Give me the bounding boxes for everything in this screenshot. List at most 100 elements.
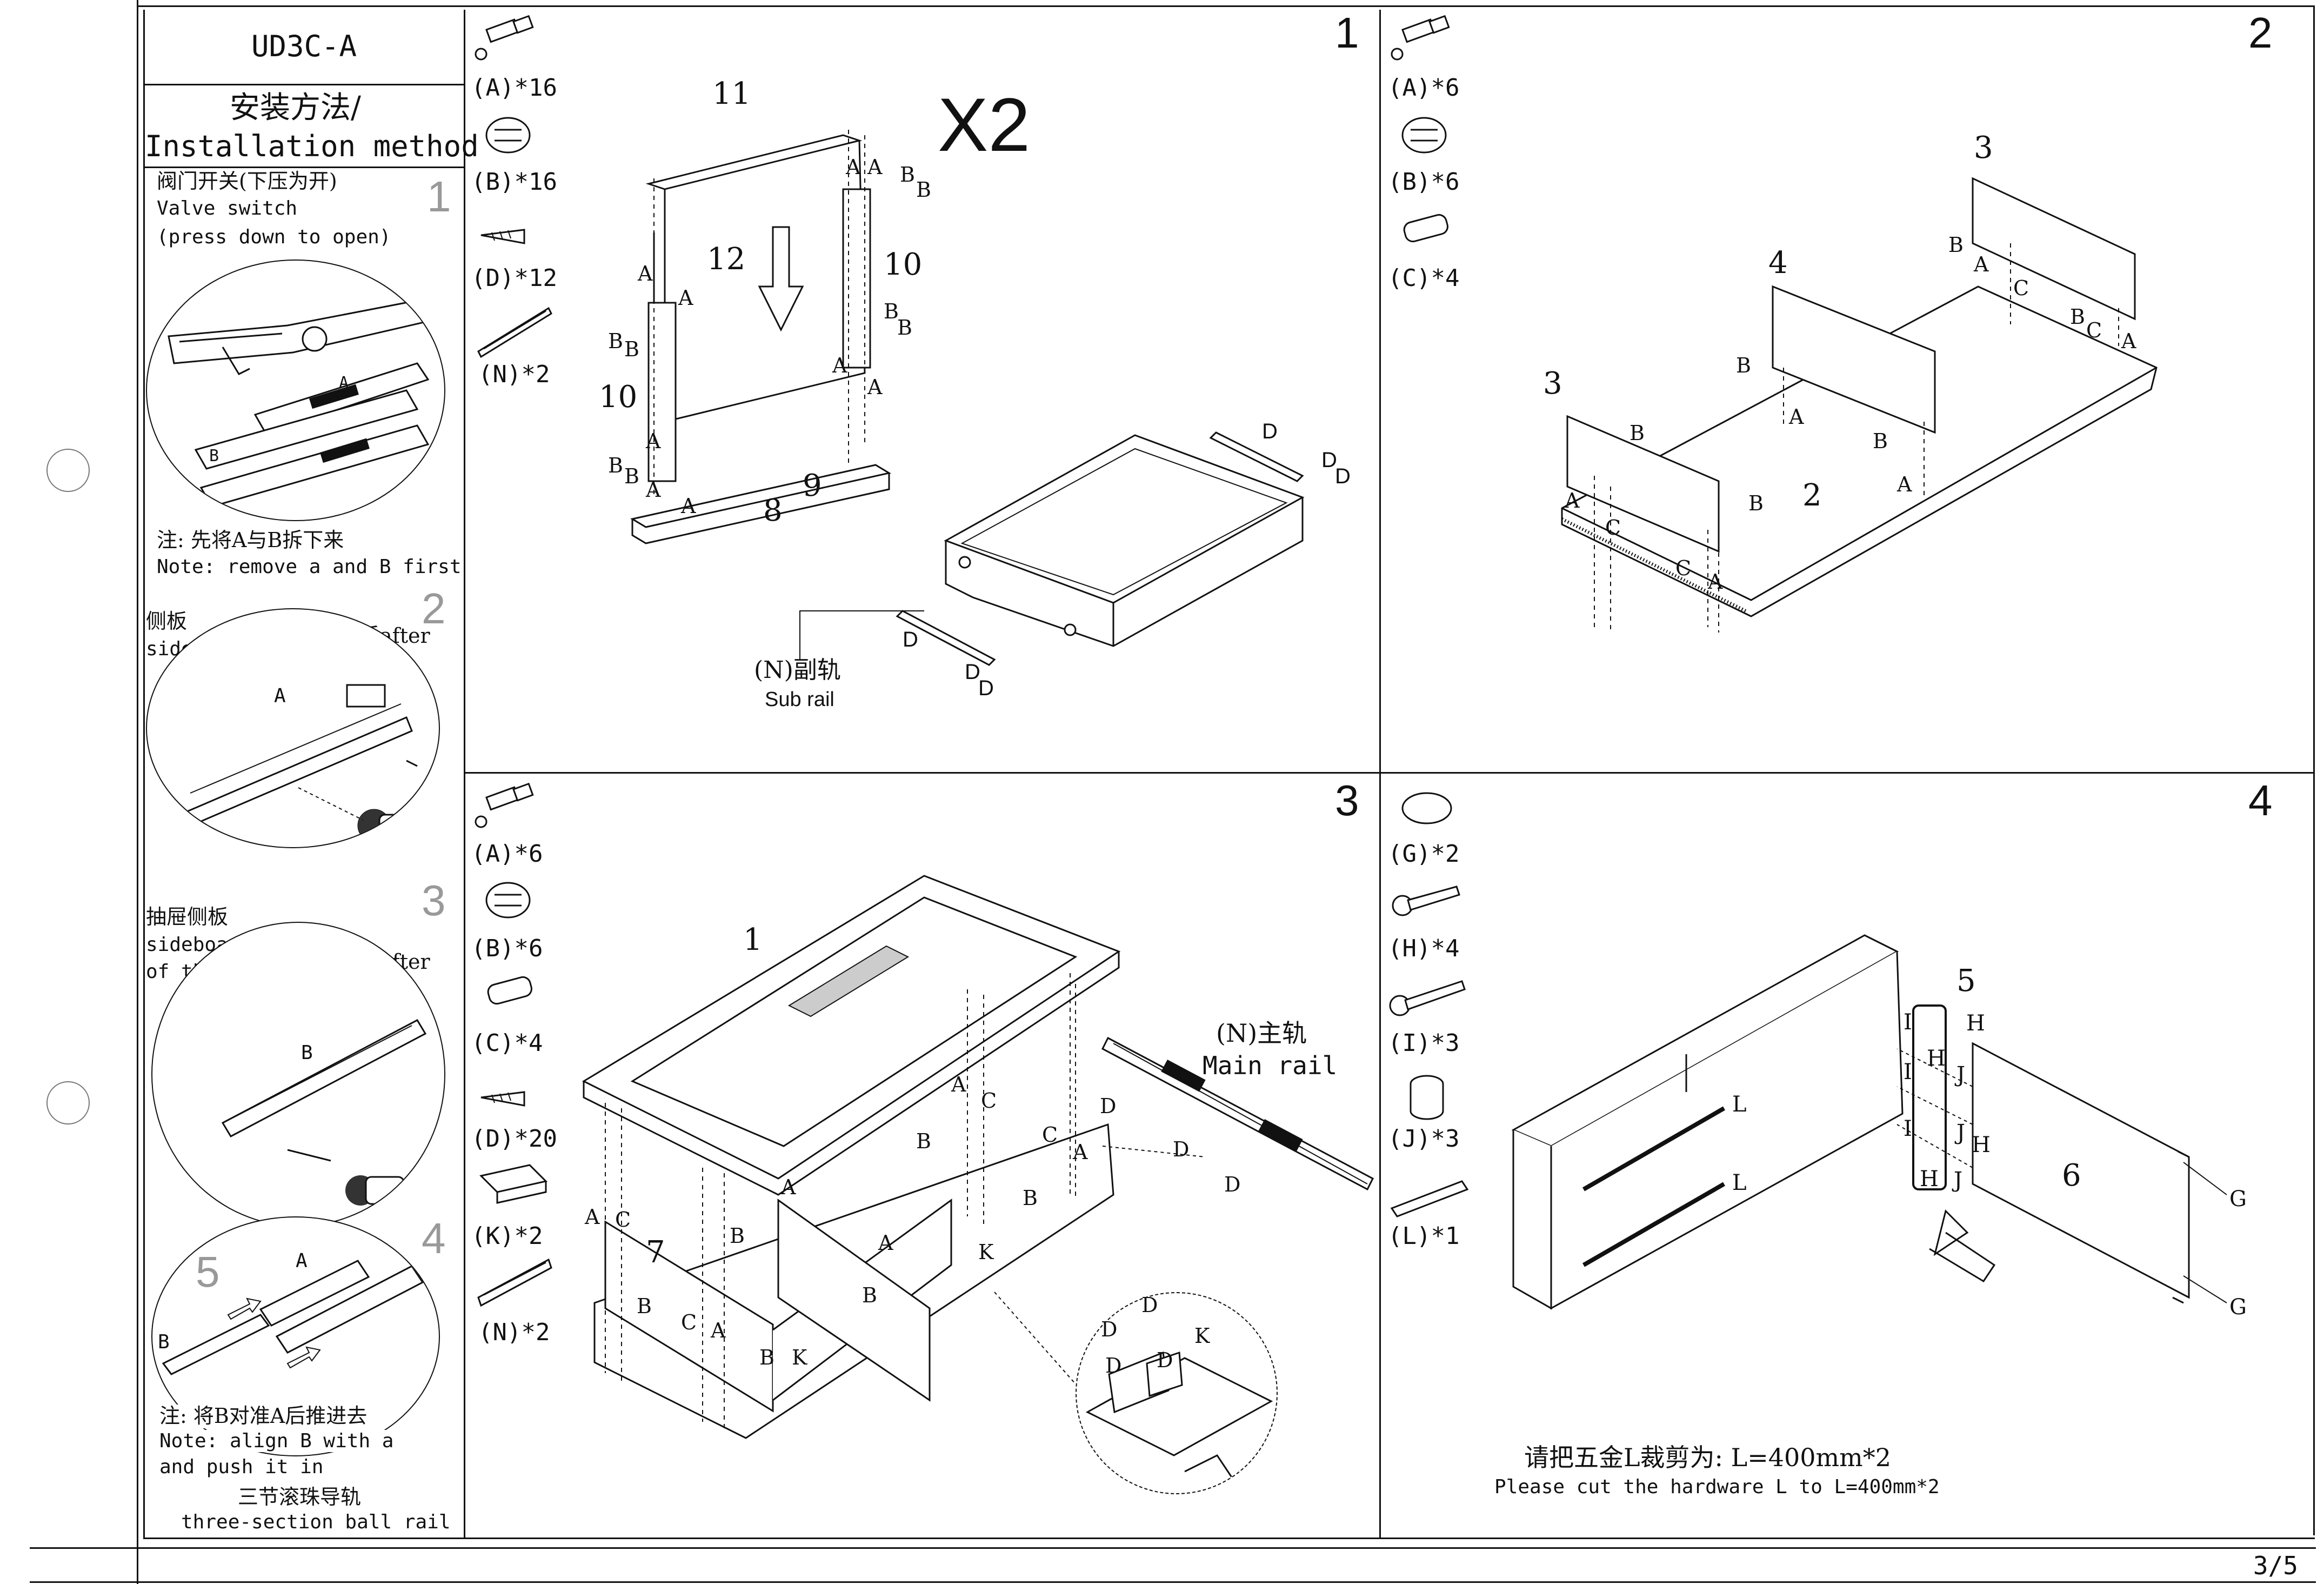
g-leaders	[2183, 1162, 2227, 1303]
hardware-letter: A	[2121, 329, 2136, 353]
hardware-letter: K	[978, 1240, 994, 1264]
bracket-detail-illustration	[1085, 1351, 1273, 1488]
sub-rail-label-en: Sub rail	[765, 688, 834, 711]
part-count: (A)*6	[471, 840, 543, 868]
hardware-letter: B	[900, 163, 915, 187]
panel-step-number: 2	[2248, 9, 2273, 57]
screw-icon	[480, 1091, 525, 1107]
cabinet-assembly	[582, 875, 1206, 1439]
hardware-letter: C	[1675, 556, 1692, 580]
hardware-letter: A	[678, 286, 693, 310]
hardware-letter: L	[1732, 1092, 1747, 1117]
hardware-letter: G	[2229, 1295, 2247, 1320]
hardware-letter: K	[792, 1346, 807, 1369]
step1-text-en2: (press down to open)	[157, 226, 391, 248]
multiplier: X2	[938, 82, 1031, 167]
hardware-letter: C	[1605, 516, 1621, 540]
bracket-detail-circle	[1076, 1292, 1278, 1494]
hardware-letter: D	[965, 660, 980, 684]
part-number: 1	[743, 922, 763, 957]
step1-text-en1: Valve switch	[157, 197, 298, 219]
hardware-letter: I	[1904, 1060, 1912, 1084]
hardware-letter: I	[1904, 1010, 1912, 1035]
hardware-icons-panel1	[475, 15, 552, 358]
dowel-icon	[1403, 214, 1448, 243]
hardware-letter: A	[867, 155, 883, 179]
part-count: (N)*2	[478, 1319, 550, 1346]
hardware-letter: A	[1789, 405, 1804, 429]
hardware-letter: D	[1335, 464, 1351, 488]
step4-foot-en: three-section ball rail	[181, 1511, 451, 1533]
part-count: (K)*2	[471, 1222, 543, 1250]
hardware-letter: D	[1262, 420, 1278, 443]
part-count: (I)*3	[1388, 1029, 1460, 1057]
hardware-letter: B	[884, 300, 899, 323]
cut-note-cn: 请把五金L裁剪为: L=400mm*2	[1524, 1443, 1892, 1472]
hardware-letter: B	[1873, 429, 1888, 453]
hardware-letter: B	[916, 1129, 931, 1153]
part-number: 12	[707, 242, 746, 277]
hardware-letter: B	[916, 178, 931, 202]
hardware-letter: A	[1708, 570, 1723, 594]
page-number: 3/5	[2253, 1551, 2298, 1580]
part-count: (B)*6	[471, 935, 543, 962]
part-number: 3	[1974, 130, 1993, 165]
bolt-i-icon	[1389, 980, 1466, 1016]
drawer-side-label-b: B	[301, 1042, 313, 1064]
footer-top-border	[30, 1547, 2316, 1549]
hardware-letter: B	[1748, 491, 1764, 515]
part-count: (L)*1	[1388, 1222, 1460, 1250]
step4-foot-cn: 三节滚珠导轨	[238, 1485, 362, 1509]
hardware-letter: C	[2013, 276, 2029, 300]
hardware-letter: B	[608, 454, 623, 477]
hardware-letter: D	[1100, 1094, 1117, 1118]
hardware-letter: A	[781, 1175, 796, 1199]
hardware-letter: D	[1321, 448, 1337, 472]
sub-rail-label-cn: (N)副轨	[754, 656, 841, 684]
hardware-letter: D	[1105, 1354, 1122, 1377]
hardware-letter: D	[978, 676, 994, 700]
hardware-letter: B	[862, 1283, 877, 1307]
part-number: 11	[712, 76, 751, 111]
valve-label-a: A	[339, 374, 349, 392]
hardware-letter: B	[1023, 1186, 1038, 1210]
hardware-icons-panel4	[1389, 792, 1469, 1217]
cam-lock-icon	[485, 117, 531, 154]
sidebar-step-number: 4	[422, 1214, 446, 1262]
cam-bolt-icon	[475, 15, 534, 61]
hardware-letter: D	[1173, 1137, 1190, 1161]
hardware-letter: B	[1630, 421, 1645, 445]
part-number: 10	[884, 247, 923, 282]
hardware-letter: B	[608, 329, 623, 353]
main-rail-icon	[477, 1258, 552, 1307]
sidebar-method-divider	[143, 167, 465, 168]
part-count: (J)*3	[1388, 1125, 1460, 1153]
hardware-letter: A	[711, 1319, 726, 1342]
barrel-nut-icon	[1410, 1075, 1444, 1120]
rail-join-sub-number: 5	[196, 1248, 220, 1296]
part-count: (B)*16	[471, 168, 557, 196]
binder-hole-bottom	[46, 1081, 90, 1124]
hardware-letter: A	[646, 478, 661, 502]
part-number: 5	[1956, 963, 1976, 999]
sidebar-title-divider	[143, 84, 465, 85]
back-panel-assembly	[1511, 934, 2190, 1310]
part-count: (D)*20	[471, 1125, 557, 1153]
cam-lock-icon	[1401, 117, 1447, 154]
rail-join-label-b: B	[158, 1331, 170, 1353]
hardware-letter: B	[759, 1346, 774, 1369]
hardware-letter: A	[867, 375, 883, 399]
hardware-letter: H	[1972, 1133, 1991, 1157]
step4-note-en2: and push it in	[159, 1456, 324, 1478]
panel-step-number: 3	[1335, 776, 1359, 824]
hardware-letter: C	[615, 1208, 631, 1232]
outer-right-border	[2313, 5, 2315, 1535]
hardware-letter: H	[1966, 1011, 1985, 1036]
part-count: (H)*4	[1388, 935, 1460, 962]
hardware-letter: B	[624, 337, 639, 361]
hardware-letter: A	[878, 1231, 893, 1255]
part-number: 2	[1802, 478, 1822, 513]
sidebar-divider	[464, 10, 465, 1538]
outer-left-border	[137, 0, 138, 1584]
dowel-icon	[487, 976, 532, 1005]
